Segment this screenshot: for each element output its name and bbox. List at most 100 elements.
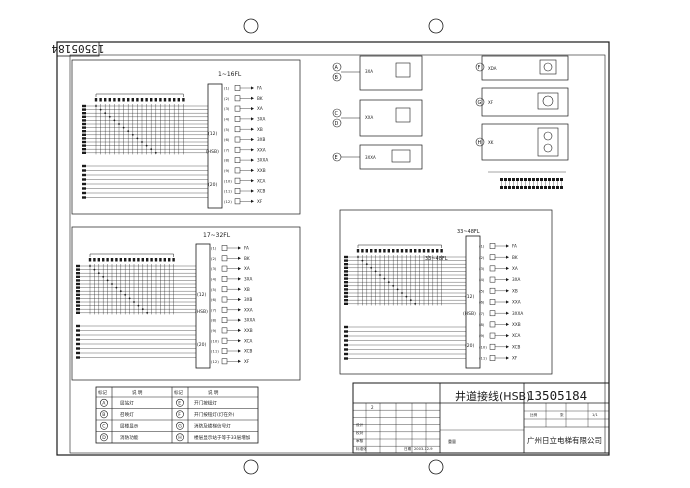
terminal-label: XXB — [257, 168, 266, 173]
title-block-standard: 标准化 — [356, 446, 367, 451]
terminal-index: (6) — [224, 137, 230, 142]
terminal-index: (1) — [211, 246, 217, 251]
title-block-page: 1/1 — [592, 413, 598, 417]
terminal-index: (4) — [479, 277, 485, 282]
title-block: 井道接线(HSB) 13505184 广州日立电梯有限公司 2 设计 校对 审核… — [352, 382, 610, 454]
panel-c: 33~48FL 33~48FL (12) (HSB) (20) FA(1)BK(… — [339, 209, 553, 375]
panel-c-sub-range: 33~48FL — [425, 256, 448, 262]
svg-text:G: G — [478, 100, 482, 106]
terminal-index: (3) — [224, 106, 230, 111]
terminal-label: 3XA — [257, 117, 266, 122]
title-block-design: 设计 — [356, 422, 364, 427]
svg-text:H: H — [478, 140, 482, 146]
drawing-number: 13505184 — [527, 388, 587, 403]
terminal-label: XA — [244, 266, 250, 271]
svg-text:C: C — [335, 111, 339, 117]
title-block-rev: 2 — [371, 405, 374, 410]
terminal-label: XCA — [512, 333, 520, 338]
terminal-index: (10) — [211, 338, 219, 343]
terminal-label: XF — [244, 359, 250, 364]
panel-a-group-top: (12) — [208, 131, 217, 137]
terminal-index: (7) — [224, 147, 230, 152]
terminal-index: (3) — [211, 266, 217, 271]
terminal-label: 3XXA — [257, 158, 268, 163]
registration-circle-bottom-right — [428, 459, 444, 475]
terminal-label: XCA — [257, 178, 265, 183]
panel-c-connector — [465, 235, 481, 369]
legend-desc-right: 消防及锁梯信号灯 — [194, 423, 231, 430]
terminal-index: (1) — [479, 244, 485, 249]
panel-b-hsb: (HSB) — [195, 309, 208, 315]
legend-code: A — [102, 401, 106, 407]
terminal-label: BK — [257, 96, 263, 101]
terminal-index: (10) — [479, 344, 487, 349]
inner-border — [69, 54, 606, 454]
terminal-label: XB — [257, 127, 263, 132]
panel-b-connector — [195, 243, 211, 369]
terminal-index: (3) — [479, 266, 485, 271]
terminal-label: XCA — [244, 338, 252, 343]
terminal-label: 3XXA — [244, 318, 255, 323]
legend-code-right: H — [178, 435, 181, 441]
legend-desc-right: 开门按钮灯 — [194, 400, 217, 407]
detail-label-xf: XF — [488, 100, 494, 105]
gridA-wiring — [82, 93, 208, 199]
registration-circle-bottom-left — [243, 459, 259, 475]
detail-label-xda: XDA — [488, 66, 497, 71]
legend-code: B — [102, 412, 105, 418]
drawing-title: 井道接线(HSB) — [455, 389, 530, 403]
terminal-index: (11) — [479, 356, 487, 361]
terminal-label: XB — [512, 288, 518, 293]
terminal-index: (5) — [479, 288, 485, 293]
terminal-label: BK — [244, 256, 250, 261]
registration-circle-right — [428, 18, 444, 34]
terminal-index: (9) — [224, 168, 230, 173]
terminal-label: XA — [512, 266, 518, 271]
rotated-number: 13505184 — [51, 42, 104, 55]
terminal-label: XCB — [244, 349, 252, 354]
terminal-index: (2) — [479, 255, 485, 260]
terminal-label: FA — [244, 246, 249, 251]
terminal-label: XCB — [257, 189, 265, 194]
terminal-label: 3XA — [244, 277, 253, 282]
title-block-weight: 重量 — [448, 438, 456, 444]
svg-text:D: D — [335, 121, 339, 127]
legend-desc-right: 开门按钮灯(灯在外) — [194, 411, 235, 418]
rotated-number-block: 13505184 — [51, 41, 104, 57]
terminal-label: 3XB — [257, 137, 266, 142]
panel-c-group-top: (12) — [465, 294, 474, 300]
terminal-index: (12) — [224, 199, 232, 204]
legend-code-right: E — [178, 401, 181, 407]
terminal-label: XF — [257, 199, 263, 204]
terminal-label: FA — [257, 86, 262, 91]
gridB-wiring — [76, 253, 196, 359]
legend-desc: 消防功能 — [120, 434, 139, 441]
panel-a-hsb: (HSB) — [206, 149, 219, 155]
title-block-scale: 比例 — [530, 412, 538, 417]
terminal-label: XF — [512, 356, 518, 361]
detail-label-3xa: 3XA — [365, 69, 373, 74]
svg-text:E: E — [335, 155, 338, 161]
terminal-index: (9) — [479, 333, 485, 338]
terminal-label: XB — [244, 287, 250, 292]
panel-c-range: 33~48FL — [457, 229, 480, 235]
terminal-index: (8) — [211, 318, 217, 323]
gridC-wiring — [344, 244, 466, 360]
terminal-index: (8) — [479, 322, 485, 327]
terminal-index: (1) — [224, 86, 230, 91]
legend-header-code: 标记 — [98, 389, 107, 396]
terminal-index: (8) — [224, 158, 230, 163]
panel-a: 1~16FL (12) (HSB) (20) FA(1)BK(2)XA(3)3X… — [71, 59, 301, 215]
svg-text:B: B — [335, 75, 339, 81]
legend-header-desc-right: 说 明 — [208, 389, 219, 396]
terminal-index: (2) — [211, 256, 217, 261]
terminal-label: 3XXA — [512, 311, 523, 316]
terminal-index: (6) — [211, 297, 217, 302]
terminal-label: 3XB — [244, 297, 253, 302]
terminal-index: (4) — [224, 117, 230, 122]
terminal-label: BK — [512, 255, 518, 260]
terminal-index: (7) — [479, 311, 485, 316]
title-block-sheet: 张 — [560, 412, 564, 417]
terminal-label: XCB — [512, 344, 520, 349]
